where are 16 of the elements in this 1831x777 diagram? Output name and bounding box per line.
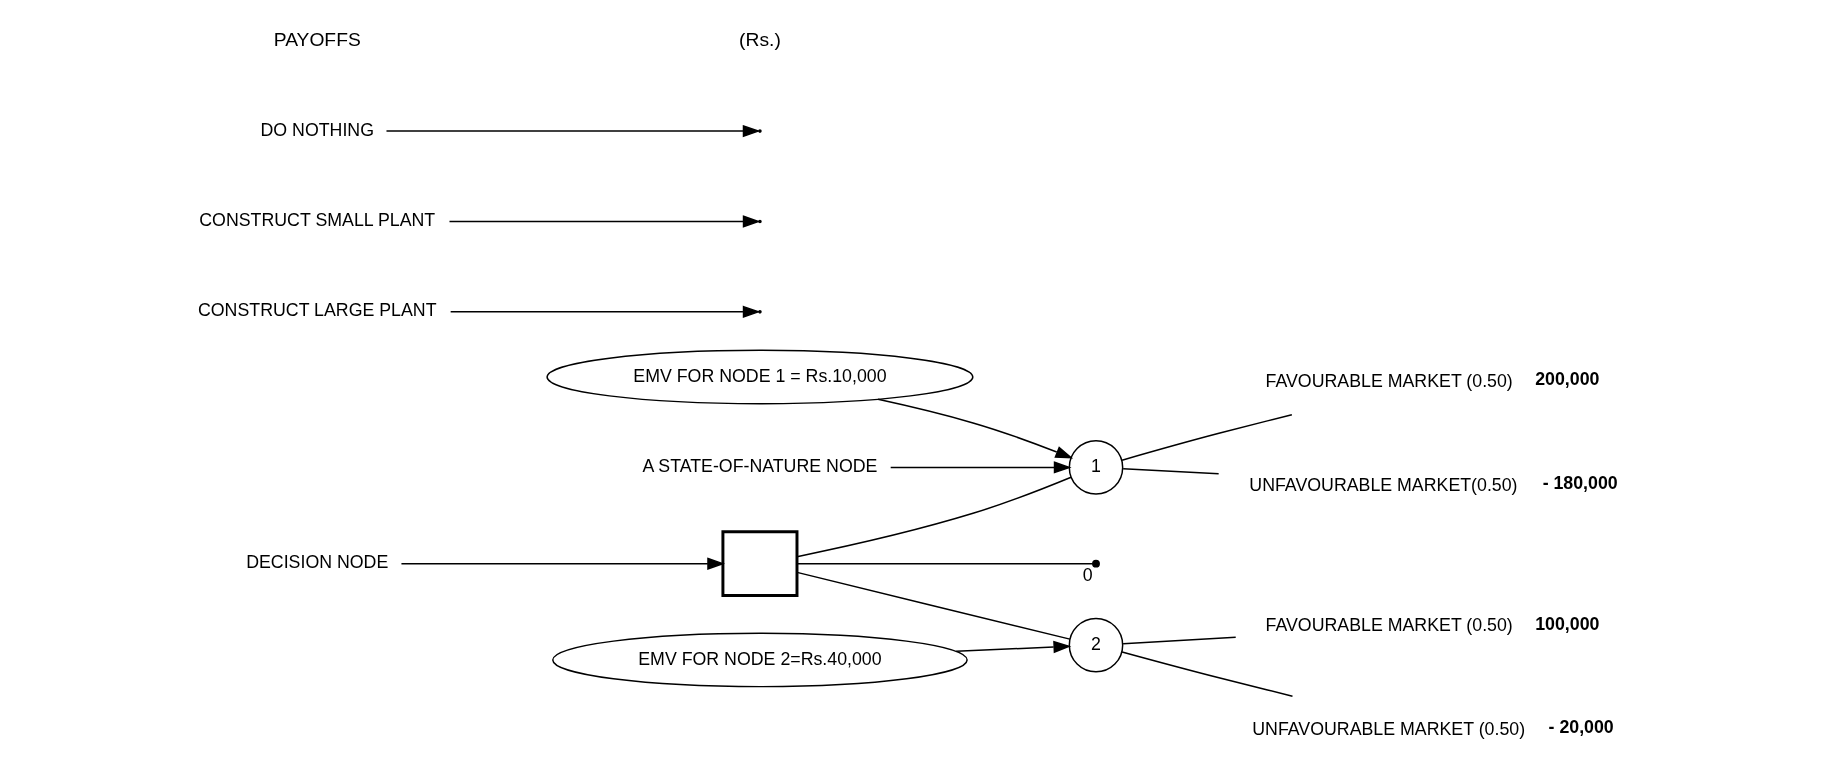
node-label: - 180,000 (1542, 473, 1618, 494)
node-label: 200,000 (1535, 369, 1600, 390)
node-text: DO NOTHING (260, 119, 374, 140)
label: PAYOFFS (273, 28, 361, 50)
node-text: FAVOURABLE MARKET (0.50) (1265, 370, 1513, 391)
node-text: UNFAVOURABLE MARKET (0.50) (1252, 718, 1526, 739)
node-label: 100,000 (1535, 613, 1600, 634)
node-text: FAVOURABLE MARKET (0.50) (1265, 615, 1513, 636)
node-text: CONSTRUCT LARGE PLANT (197, 300, 437, 321)
node-label: - 20,000 (1548, 717, 1614, 738)
label: (Rs.) (739, 28, 781, 50)
node-text: DECISION NODE (246, 552, 389, 573)
node-text: A STATE-OF-NATURE NODE (642, 455, 878, 476)
node-text: CONSTRUCT SMALL PLANT (199, 210, 436, 231)
node-label: 0 (1082, 565, 1093, 586)
node-text: UNFAVOURABLE MARKET(0.50) (1249, 474, 1518, 495)
